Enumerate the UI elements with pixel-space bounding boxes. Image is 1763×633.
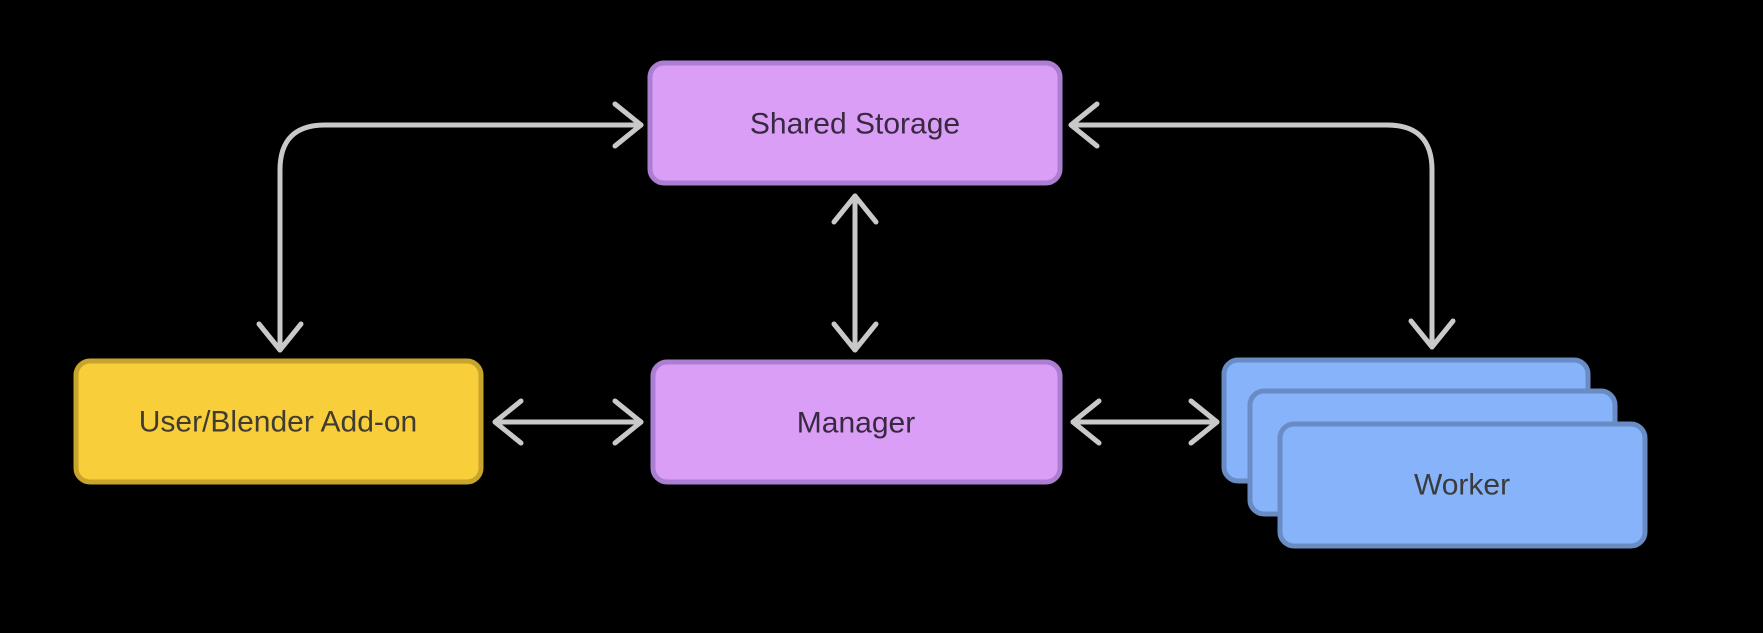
node-manager: Manager [650,359,1063,485]
connector-shared-storage-to-worker [1068,101,1456,350]
node-worker-stack: Worker [1221,357,1648,549]
worker-box-front [1277,421,1648,549]
node-shared-storage: Shared Storage [647,60,1063,186]
user-addon-box [73,358,484,485]
manager-label: Manager [797,407,915,440]
worker-label: Worker [1414,469,1510,502]
connectors-layer [256,101,1456,446]
user-addon-label: User/Blender Add-on [139,406,418,439]
node-user-addon: User/Blender Add-on [73,358,484,485]
shared-storage-box [647,60,1063,186]
connector-user-addon-to-shared-storage [256,101,644,353]
shared-storage-label: Shared Storage [750,108,960,141]
manager-box [650,359,1063,485]
